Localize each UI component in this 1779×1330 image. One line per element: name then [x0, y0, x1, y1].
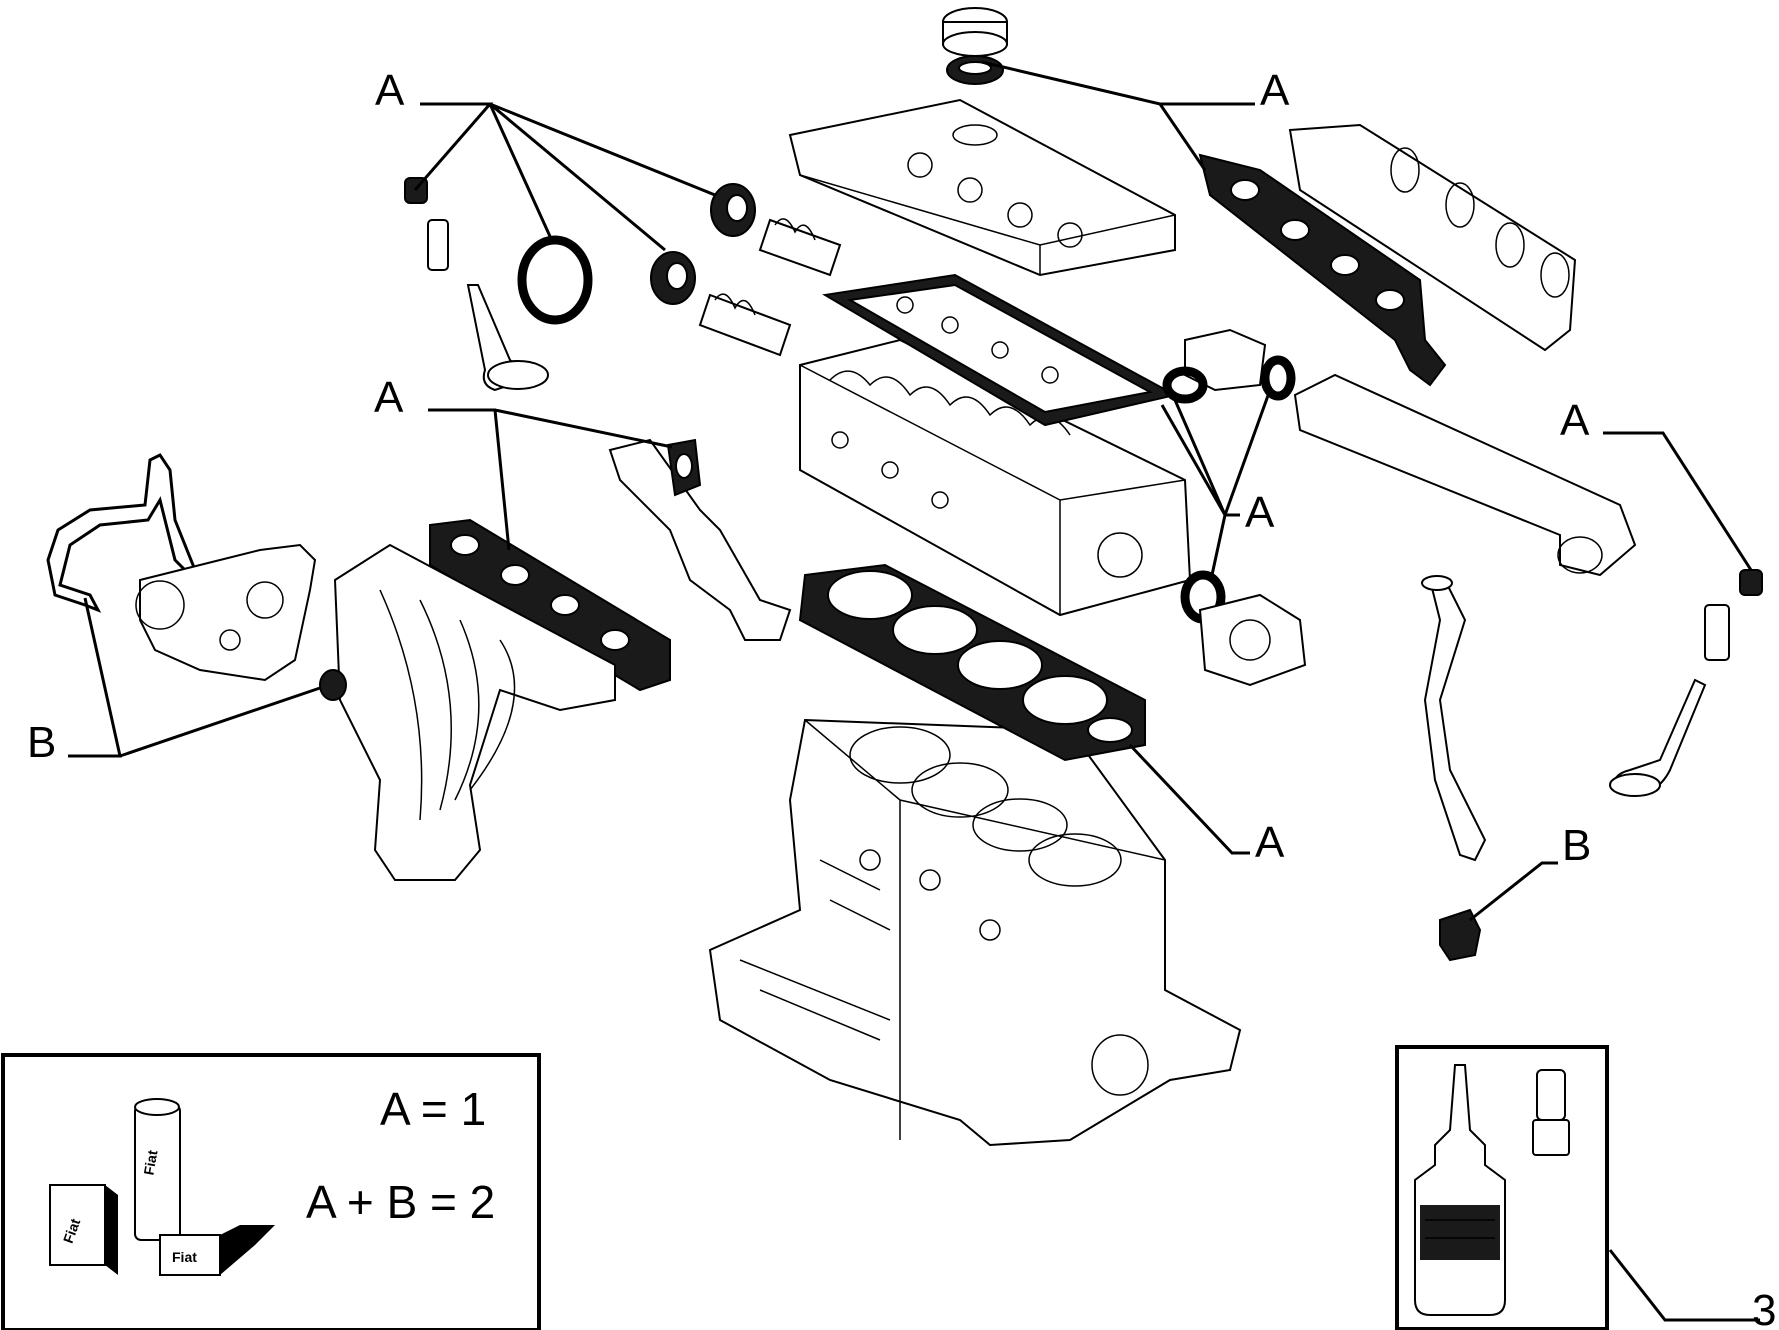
gasket-kit-icon: Fiat Fiat Fiat: [49, 1098, 275, 1276]
drain-plug: [1439, 908, 1482, 962]
callout-a-mid-center: A: [1245, 488, 1275, 537]
camshaft-seal-upper: [710, 183, 756, 237]
callout-a-top-right: A: [1260, 66, 1290, 115]
oil-filler-cap: [942, 7, 1008, 57]
camshaft-upper: [758, 218, 842, 277]
callout-a-mid-left: A: [374, 373, 404, 422]
exhaust-manifold-gasket: [429, 518, 671, 692]
oil-plug-left: [319, 669, 347, 701]
sealant-cap-icon: [1532, 1069, 1570, 1156]
exhaust-manifold: [333, 543, 616, 881]
oil-pump-gasket: [46, 453, 197, 613]
crankshaft-seal-ring: [517, 235, 593, 325]
callout-b-right: B: [1562, 821, 1591, 870]
callout-a-right: A: [1560, 396, 1590, 445]
coolant-o-ring-1: [1162, 366, 1208, 404]
oil-pump: [135, 543, 317, 682]
callout-number-3: 3: [1752, 1286, 1776, 1330]
camshaft-lower: [698, 293, 792, 357]
valve-cover: [788, 98, 1176, 277]
legend-a-equals-1: A = 1: [380, 1083, 486, 1135]
coolant-outlet: [1184, 328, 1267, 392]
cylinder-block: [708, 718, 1242, 1147]
intake-manifold: [1288, 123, 1577, 352]
head-gasket: [798, 563, 1146, 762]
thermostat-housing: [1198, 593, 1307, 687]
callout-a-top-left: A: [375, 66, 405, 115]
callout-a-bottom: A: [1255, 818, 1285, 867]
coolant-o-ring-2: [1260, 355, 1296, 401]
valve-right: [1609, 604, 1730, 797]
kit-legend-box: Fiat Fiat Fiat A = 1 A + B = 2: [1, 1053, 541, 1330]
legend-a-plus-b-equals-2: A + B = 2: [306, 1176, 495, 1228]
camshaft-seal-lower: [650, 251, 696, 305]
intake-manifold-gasket: [1198, 153, 1447, 387]
water-pipe: [608, 438, 792, 641]
valve-left: [427, 219, 549, 392]
kit-brand-label-3: Fiat: [172, 1249, 197, 1265]
leader-lines: [68, 60, 1760, 1322]
filler-cap-seal-hole: [958, 61, 992, 75]
callout-b-left: B: [27, 718, 56, 767]
valve-stem-seal-right: [1739, 569, 1763, 596]
coolant-hose: [1293, 373, 1637, 577]
sealant-box: [1395, 1045, 1609, 1330]
dipstick-tube: [1421, 575, 1487, 862]
water-pipe-gasket: [666, 438, 702, 497]
sealant-bottle-icon: [1414, 1064, 1506, 1316]
kit-brand-label-1: Fiat: [140, 1149, 160, 1177]
